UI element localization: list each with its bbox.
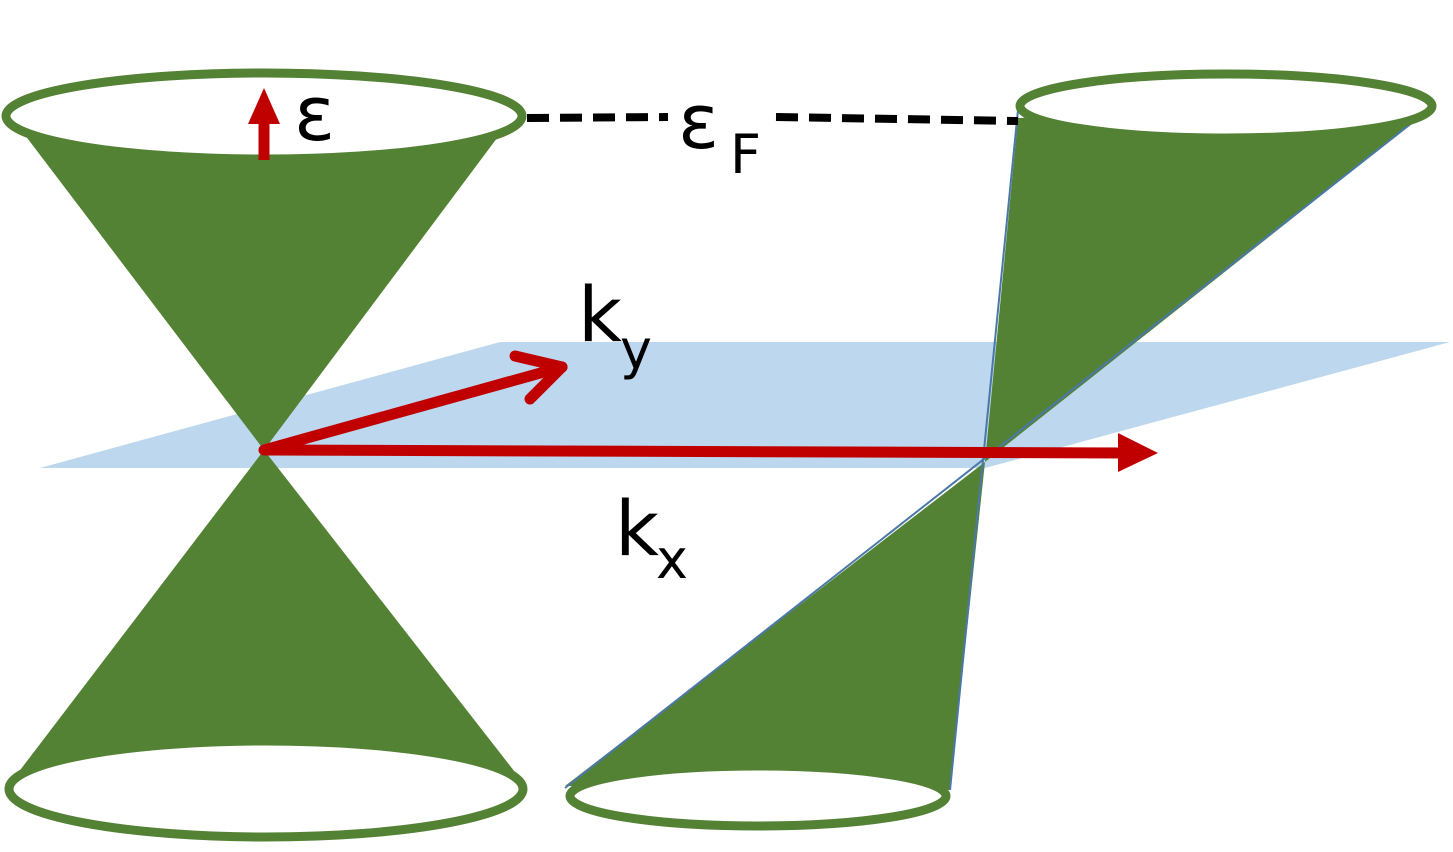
right-cone-lower (565, 462, 985, 790)
left-cone-lower (8, 450, 518, 786)
left-cone-bottom-ellipse (4, 736, 528, 842)
kx-axis-arrow (263, 433, 1158, 472)
right-cone-top-ellipse (1015, 69, 1437, 143)
left-cone-upper (12, 118, 512, 450)
momentum-plane (40, 342, 1450, 468)
ky-subscript: y (620, 318, 652, 381)
energy-axis-arrow (248, 88, 280, 160)
kx-label: k x (615, 484, 688, 591)
right-cone-upper (985, 106, 1434, 462)
kx-symbol: k (615, 484, 659, 573)
fermi-level-line-right (775, 113, 1019, 125)
fermi-energy-symbol: ε (678, 77, 719, 166)
ky-axis-arrow (258, 350, 568, 456)
ky-symbol: k (578, 270, 622, 359)
right-cone-bottom-ellipse (565, 761, 951, 831)
kx-subscript: x (656, 528, 688, 591)
ky-label: k y (578, 270, 652, 381)
fermi-energy-label: ε F (678, 77, 761, 186)
energy-label: ε (294, 69, 335, 158)
fermi-level-line (526, 113, 669, 122)
right-tilted-cone (564, 69, 1437, 831)
right-cone-edge-line-2 (564, 103, 1437, 789)
fermi-energy-subscript: F (730, 123, 761, 186)
